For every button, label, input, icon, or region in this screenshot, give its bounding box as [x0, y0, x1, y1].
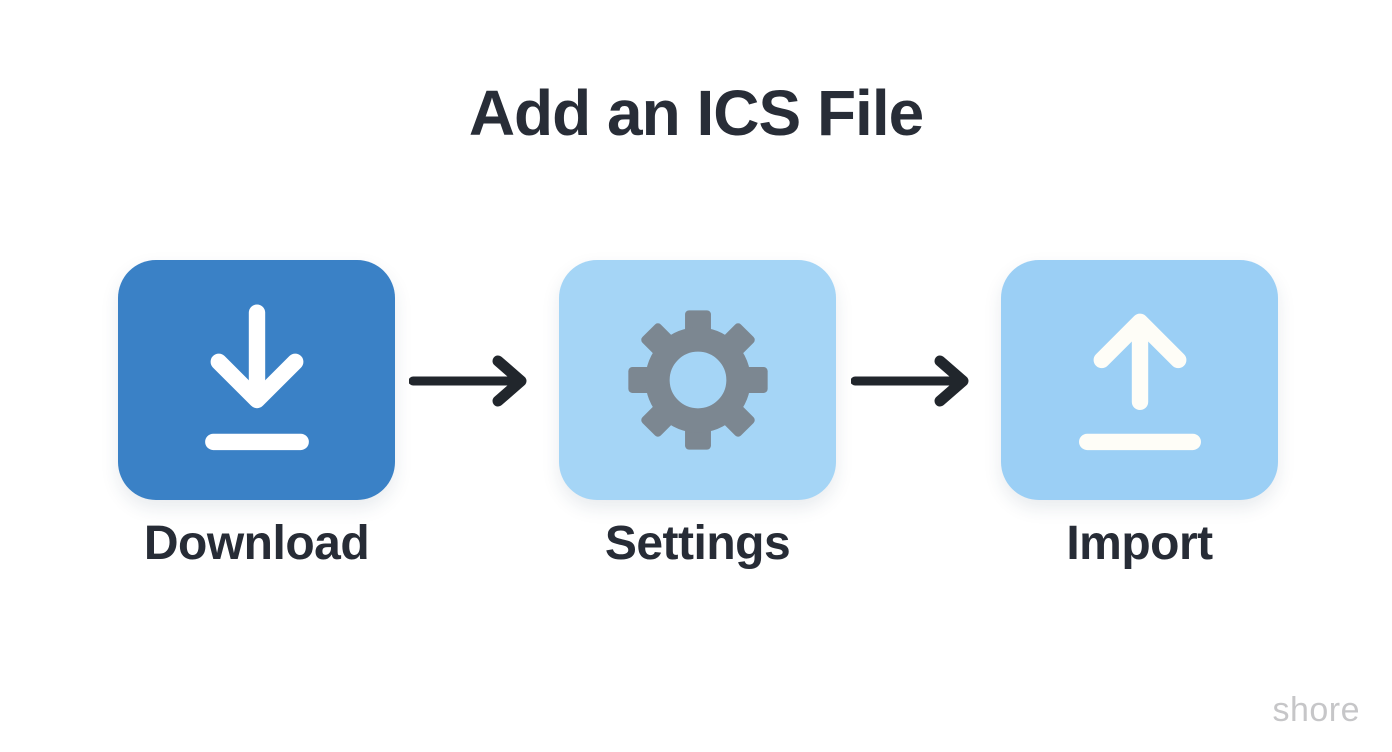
settings-tile — [559, 260, 836, 500]
import-tile — [1001, 260, 1278, 500]
step-label-download: Download — [143, 517, 370, 570]
step-label-settings: Settings — [604, 517, 791, 570]
arrow-right-icon — [851, 355, 969, 407]
step-label-import: Import — [1066, 517, 1213, 570]
step-import: Import — [1001, 260, 1278, 571]
download-tile — [118, 260, 395, 500]
gear-icon — [627, 310, 768, 450]
watermark: shore — [1272, 691, 1360, 729]
step-download: Download — [118, 260, 395, 571]
page-title: Add an ICS File — [468, 77, 924, 149]
download-icon — [204, 304, 309, 451]
upload-icon — [1078, 313, 1201, 451]
arrow-right-icon — [409, 355, 527, 407]
step-settings: Settings — [559, 260, 836, 571]
